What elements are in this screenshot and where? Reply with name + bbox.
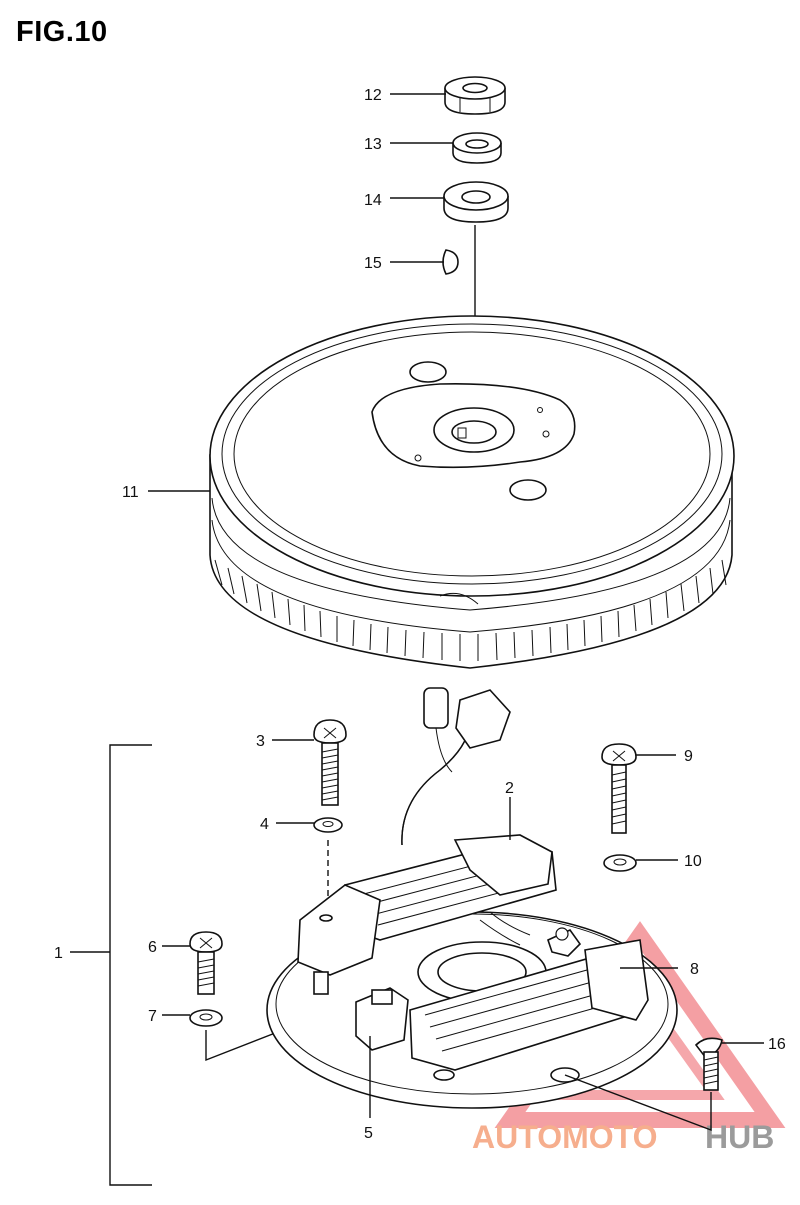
part-13-washer	[452, 132, 502, 164]
callout-5: 5	[364, 1125, 373, 1142]
callout-13: 13	[364, 136, 382, 153]
callout-labels: 1 2 3 4 5 6 7 8 9 10 11 12 13 14 15 16	[54, 87, 786, 1142]
part-11-flywheel	[209, 315, 735, 669]
part-7-washer	[189, 1009, 223, 1027]
part-12-nut	[444, 76, 506, 115]
callout-9: 9	[684, 748, 693, 765]
part-16-screw	[694, 1037, 723, 1091]
part-4-washer	[313, 817, 343, 833]
callout-15: 15	[364, 255, 382, 272]
callout-7: 7	[148, 1008, 157, 1025]
watermark-text-automoto: AUTOMOTO	[472, 1119, 657, 1155]
callout-3: 3	[256, 733, 265, 750]
part-6-screw	[189, 931, 223, 995]
callout-1: 1	[54, 945, 63, 962]
part-15-key	[442, 249, 459, 275]
part-9-screw	[601, 743, 637, 834]
callout-8: 8	[690, 961, 699, 978]
callout-14: 14	[364, 192, 382, 209]
callout-12: 12	[364, 87, 382, 104]
part-3-bolt	[313, 719, 347, 806]
callout-2: 2	[505, 780, 514, 797]
callout-6: 6	[148, 939, 157, 956]
callout-11: 11	[122, 484, 139, 501]
part-10-washer	[603, 854, 637, 872]
callout-16: 16	[768, 1036, 786, 1053]
part-14-washer	[443, 181, 509, 223]
callout-4: 4	[260, 816, 269, 833]
axis-line-16	[564, 1074, 712, 1132]
figure-title: FIG.10	[16, 16, 108, 48]
callout-10: 10	[684, 853, 702, 870]
assembly-bracket	[109, 744, 152, 1186]
watermark-text-hub: HUB	[705, 1119, 774, 1155]
